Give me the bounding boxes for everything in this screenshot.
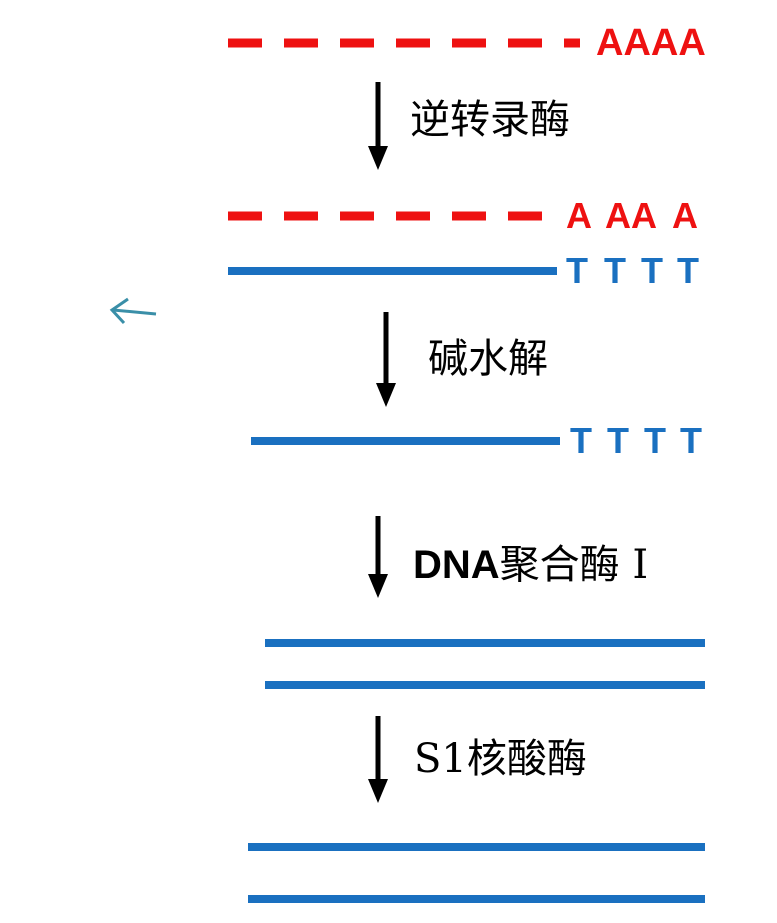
mrna-polya-tail: AAAA [596,22,706,64]
hybrid-rna-tail-a2: AA [605,195,657,236]
label-s1-nuclease: S1核酸酶 [414,736,587,782]
single-strand-tail-t2: T [607,420,629,461]
hybrid-dna-tail-t1: T [566,250,588,291]
hybrid-rna-tail-a3: A [672,195,698,236]
step-arrow-reverse-transcriptase [368,82,388,170]
hybrid-dna-tail-t4: T [677,250,699,291]
single-strand-tail-t4: T [680,420,702,461]
step-arrow-alkaline-hydrolysis [376,312,396,407]
single-strand-tail-t3: T [644,420,666,461]
label-polymerase-suffix: 聚合酶 I [500,542,649,588]
label-dna-prefix: DNA [413,543,500,587]
hybrid-dna-tail-t2: T [604,250,626,291]
label-alkaline-hydrolysis: 碱水解 [428,336,548,382]
left-arrow-icon [109,297,157,325]
step-arrow-dna-polymerase [368,516,388,598]
step-arrow-s1-nuclease [368,716,388,803]
label-reverse-transcriptase: 逆转录酶 [410,97,570,143]
label-dna-polymerase: DNA聚合酶 I [413,542,648,588]
hybrid-dna-tail-t3: T [641,250,663,291]
hybrid-rna-tail-a1: A [566,195,592,236]
single-strand-tail-t1: T [570,420,592,461]
